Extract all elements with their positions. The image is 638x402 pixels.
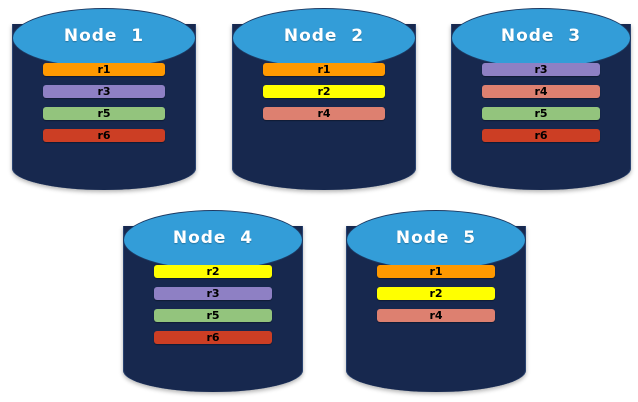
node-label: Node 2: [283, 26, 365, 46]
replica-list: r1 r2 r4: [263, 63, 385, 120]
replica-label: r2: [317, 85, 331, 98]
cylinder-top-ellipse: [123, 210, 303, 270]
node-label: Node 4: [172, 228, 254, 248]
replica-label: r6: [534, 129, 548, 142]
replica-bar-r4[interactable]: r4: [482, 85, 600, 98]
replica-bar-r6[interactable]: r6: [154, 331, 272, 344]
replica-label: r6: [206, 331, 220, 344]
cylinder-shape: [12, 8, 196, 190]
replica-bar-r6[interactable]: r6: [482, 129, 600, 142]
cylinder-top-ellipse: [346, 210, 526, 270]
replica-label: r5: [97, 107, 111, 120]
node-cylinder-5[interactable]: Node 5 r1 r2 r4: [346, 210, 526, 392]
replica-label: r6: [97, 129, 111, 142]
cylinder-top-ellipse: [12, 8, 196, 68]
node-label: Node 3: [500, 26, 582, 46]
replica-label: r1: [429, 265, 443, 278]
replica-label: r4: [534, 85, 548, 98]
node-cylinder-3[interactable]: Node 3 r3 r4 r5 r6: [451, 8, 631, 190]
replica-bar-r5[interactable]: r5: [43, 107, 165, 120]
replica-label: r1: [97, 63, 111, 76]
replica-bar-r6[interactable]: r6: [43, 129, 165, 142]
replica-list: r1 r3 r5 r6: [43, 63, 165, 142]
node-label: Node 5: [395, 228, 477, 248]
replica-bar-r2[interactable]: r2: [377, 287, 495, 300]
replica-bar-r1[interactable]: r1: [43, 63, 165, 76]
replica-list: r1 r2 r4: [377, 265, 495, 322]
replica-label: r3: [97, 85, 111, 98]
cylinder-shape: [123, 210, 303, 392]
cylinder-top-ellipse: [451, 8, 631, 68]
replica-label: r5: [206, 309, 220, 322]
node-cylinder-4[interactable]: Node 4 r2 r3 r5 r6: [123, 210, 303, 392]
node-label: Node 1: [63, 26, 145, 46]
replica-label: r4: [429, 309, 443, 322]
replica-bar-r5[interactable]: r5: [154, 309, 272, 322]
replica-label: r1: [317, 63, 331, 76]
replica-bar-r3[interactable]: r3: [482, 63, 600, 76]
node-cylinder-2[interactable]: Node 2 r1 r2 r4: [232, 8, 416, 190]
replica-bar-r1[interactable]: r1: [377, 265, 495, 278]
replica-bar-r5[interactable]: r5: [482, 107, 600, 120]
replica-label: r5: [534, 107, 548, 120]
replica-label: r2: [206, 265, 220, 278]
replica-list: r3 r4 r5 r6: [482, 63, 600, 142]
replica-bar-r1[interactable]: r1: [263, 63, 385, 76]
replica-bar-r2[interactable]: r2: [154, 265, 272, 278]
node-cylinder-1[interactable]: Node 1 r1 r3 r5 r6: [12, 8, 196, 190]
replica-label: r3: [206, 287, 220, 300]
replica-bar-r4[interactable]: r4: [263, 107, 385, 120]
replica-list: r2 r3 r5 r6: [154, 265, 272, 344]
replica-label: r2: [429, 287, 443, 300]
replica-bar-r2[interactable]: r2: [263, 85, 385, 98]
replica-label: r3: [534, 63, 548, 76]
replica-label: r4: [317, 107, 331, 120]
replica-bar-r4[interactable]: r4: [377, 309, 495, 322]
replica-bar-r3[interactable]: r3: [154, 287, 272, 300]
cylinder-top-ellipse: [232, 8, 416, 68]
replica-bar-r3[interactable]: r3: [43, 85, 165, 98]
